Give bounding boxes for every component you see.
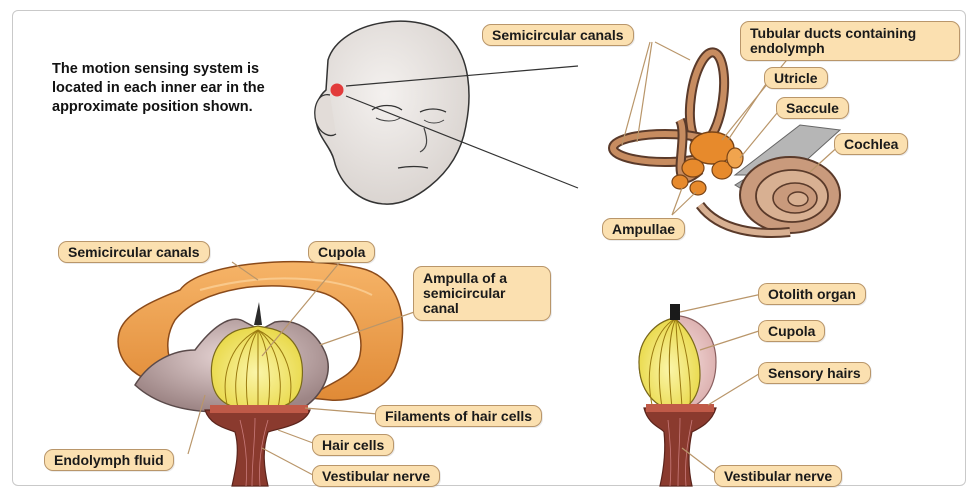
label-cochlea: Cochlea: [834, 133, 908, 155]
label-filaments-of-hair-cells: Filaments of hair cells: [375, 405, 542, 427]
label-endolymph-fluid: Endolymph fluid: [44, 449, 174, 471]
label-hair-cells: Hair cells: [312, 434, 394, 456]
label-tubular-ducts: Tubular ducts containing endolymph: [740, 21, 960, 61]
intro-text: The motion sensing system is located in …: [52, 60, 302, 117]
label-otolith-organ: Otolith organ: [758, 283, 866, 305]
head-illustration: [315, 21, 469, 204]
label-utricle: Utricle: [764, 67, 828, 89]
label-saccule: Saccule: [776, 97, 849, 119]
label-cupola-right: Cupola: [758, 320, 825, 342]
label-sensory-hairs: Sensory hairs: [758, 362, 871, 384]
label-ampulla-of-canal: Ampulla of a semicircular canal: [413, 266, 551, 321]
label-vestibular-nerve-left: Vestibular nerve: [312, 465, 440, 487]
label-semicircular-canals-top: Semicircular canals: [482, 24, 634, 46]
label-cupola-left: Cupola: [308, 241, 375, 263]
label-vestibular-nerve-right: Vestibular nerve: [714, 465, 842, 487]
label-ampullae: Ampullae: [602, 218, 685, 240]
ear-position-marker: [331, 84, 344, 97]
label-semicircular-canals-bottom: Semicircular canals: [58, 241, 210, 263]
otolith-illustration: [639, 304, 716, 486]
